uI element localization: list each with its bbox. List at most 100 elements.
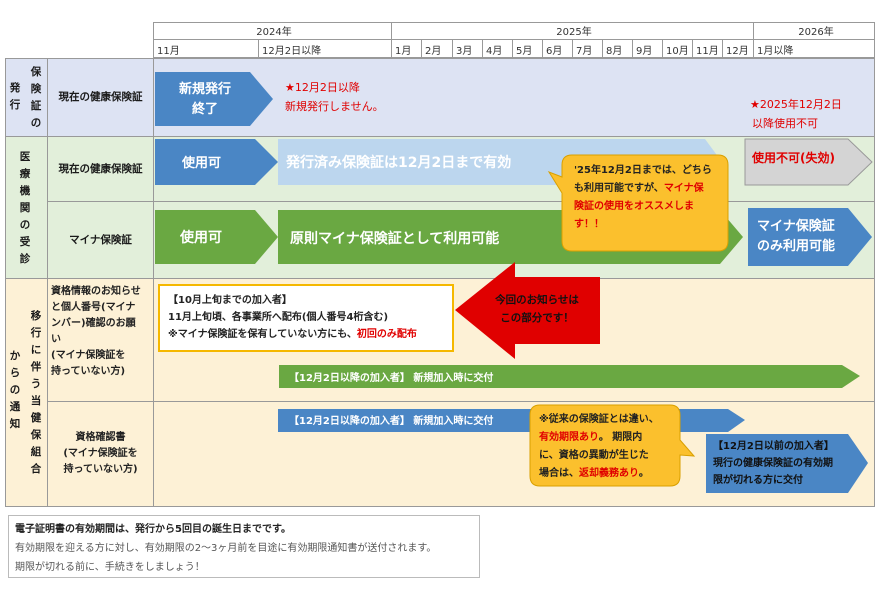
text-line: 【12月2日以前の加入者】 [713, 441, 834, 452]
info-after-text: 【12月2日以降の加入者】 新規加入時に交付 [289, 371, 493, 384]
issue-end-text-2: 終了 [192, 101, 218, 117]
vertical-char: 通 [9, 400, 21, 413]
myna-only-arrow [748, 208, 872, 266]
text-line: (マイナ保険証を [63, 448, 138, 459]
month-label: 3月 [452, 40, 482, 58]
grid-line [47, 58, 48, 507]
this-notice-arrow [455, 262, 600, 359]
text-line: 資格確認書 [75, 432, 126, 443]
cert-note-l3: に、資格の異動が生じた [539, 450, 649, 461]
text-line: 限が切れる方に交付 [713, 475, 803, 486]
month-label: 2月 [421, 40, 452, 58]
cert-note-l2-text: 。 期限内 [598, 432, 643, 443]
cert-note-l2-red: 有効期限あり [539, 432, 599, 443]
vertical-char: 保 [30, 429, 42, 441]
issuance-label: 保険証の [28, 58, 44, 137]
myna-ok-arrow [155, 210, 278, 264]
timeline-header [153, 22, 875, 58]
info-after-arrow [279, 365, 860, 388]
notice-row-info: 資格情報のお知らせと個人番号(マイナンバー)確認のお願い(マイナ保険証を持ってい… [51, 284, 153, 396]
reception-label: 医療機関の受診 [16, 137, 34, 279]
month-label: 7月 [572, 40, 602, 58]
recommend-callout [547, 154, 729, 252]
callout-segment: 険証の使用をオススメしま [574, 201, 694, 212]
callout-segment: も利用可能ですが、 [574, 183, 664, 194]
myna-ok-text: 使用可 [179, 229, 222, 246]
issue-note-1: ★12月2日以降 [285, 80, 360, 94]
distribution-line2-red: 初回のみ配布 [356, 329, 417, 340]
footer-title: 電子証明書の有効期間は、発行から5回目の誕生日までです。 [15, 524, 291, 535]
myna-only-text-1: マイナ保険証 [757, 218, 835, 234]
vertical-char: 関 [19, 201, 31, 214]
vertical-char: 行 [9, 99, 21, 111]
year-label: 2026年 [753, 22, 875, 39]
grid-line [153, 58, 154, 507]
text-line: 持っていない方) [51, 366, 126, 377]
issue-note-2: 新規発行しません。 [285, 99, 384, 113]
text-line: ンバー)確認のお願 [51, 318, 136, 329]
vertical-char: の [19, 218, 31, 231]
cert-before-arrow [706, 434, 868, 493]
cert-note-l4-red: 返却義務あり [579, 468, 639, 479]
vertical-char: 知 [9, 417, 21, 430]
footer-line2: 期限が切れる前に、手続きをしましょう！ [15, 562, 205, 573]
month-label: 1月 [391, 40, 421, 58]
issuance-section [5, 58, 875, 137]
myna-only-text-2: のみ利用可能 [757, 238, 835, 254]
reception-row-current: 現在の健康保険証 [58, 162, 143, 175]
month-label: 6月 [542, 40, 572, 58]
issuance-row-label: 現在の健康保険証 [58, 91, 143, 103]
month-label: 10月 [662, 40, 692, 58]
text-line: (マイナ保険証を [51, 350, 126, 361]
grid-line [47, 401, 875, 402]
grid-line [47, 201, 875, 202]
vertical-char: 受 [19, 235, 31, 248]
month-label: 9月 [632, 40, 662, 58]
vertical-char: 証 [30, 99, 42, 112]
current-ok-text: 使用可 [181, 155, 221, 171]
footer-box: 電子証明書の有効期間は、発行から5回目の誕生日までです。 有効期限を迎える方に対… [8, 515, 480, 578]
vertical-char: 機 [19, 184, 31, 197]
vertical-char: か [9, 349, 21, 362]
year-label: 2024年 [153, 22, 391, 39]
vertical-char: 行 [30, 327, 42, 339]
distribution-title: 【10月上旬までの加入者】 [168, 295, 292, 306]
vertical-char: に [30, 344, 42, 356]
month-label: 1月以降 [753, 40, 875, 58]
distribution-box: 【10月上旬までの加入者】 11月上旬頃、各事業所へ配布(個人番号4桁含む) ※… [158, 284, 454, 352]
text-line: い [51, 334, 61, 345]
distribution-line1: 11月上旬頃、各事業所へ配布(個人番号4桁含む) [168, 312, 389, 323]
text-line: 現行の健康保険証の有効期 [713, 458, 833, 469]
vertical-char: ら [9, 366, 21, 379]
callout-segment: マイナ保 [663, 183, 704, 194]
cert-note-l4-text: 場合は、 [539, 468, 579, 479]
vertical-char: 保 [30, 65, 42, 78]
notice-label-right: 移行に伴う当健保組合 [27, 284, 45, 502]
text-line: 持っていない方) [63, 464, 138, 475]
vertical-char: う [30, 378, 42, 390]
month-label: 11月 [153, 40, 258, 58]
current-invalid-text: 使用不可(失効) [751, 150, 835, 165]
issue-end-arrow [155, 72, 273, 126]
timeline-divider [153, 39, 875, 40]
callout-segment: す！！ [574, 219, 604, 230]
reception-row-myna: マイナ保険証 [69, 233, 132, 246]
cert-callout-text: ※従来の保険証とは違い、 有効期限あり。 期限内 に、資格の異動が生じた 場合は… [539, 411, 679, 483]
myna-principle-text: 原則マイナ保険証として利用可能 [290, 230, 499, 247]
cert-note-l4: 場合は、返却義務あり。 [539, 465, 679, 483]
vertical-char: 合 [30, 463, 42, 475]
vertical-char: 健 [30, 412, 42, 424]
distribution-line2-text: ※マイナ保険証を保有していない方にも、 [168, 329, 357, 340]
cert-note-l4-end: 。 [638, 468, 649, 479]
vertical-char: 発 [9, 82, 21, 94]
cert-before-text: 【12月2日以前の加入者】現行の健康保険証の有効期限が切れる方に交付 [713, 438, 853, 489]
month-label: 4月 [482, 40, 512, 58]
current-ok-arrow [155, 139, 278, 185]
month-label: 5月 [512, 40, 542, 58]
month-label: 12月 [722, 40, 753, 58]
notice-row-cert: 資格確認書 (マイナ保険証を持っていない方) [48, 401, 153, 507]
distribution-line2: ※マイナ保険証を保有していない方にも、初回のみ配布 [168, 326, 444, 343]
current-valid-text: 発行済み保険証は12月2日まで有効 [285, 154, 511, 171]
cert-note-l1: ※従来の保険証とは違い、 [539, 414, 659, 425]
